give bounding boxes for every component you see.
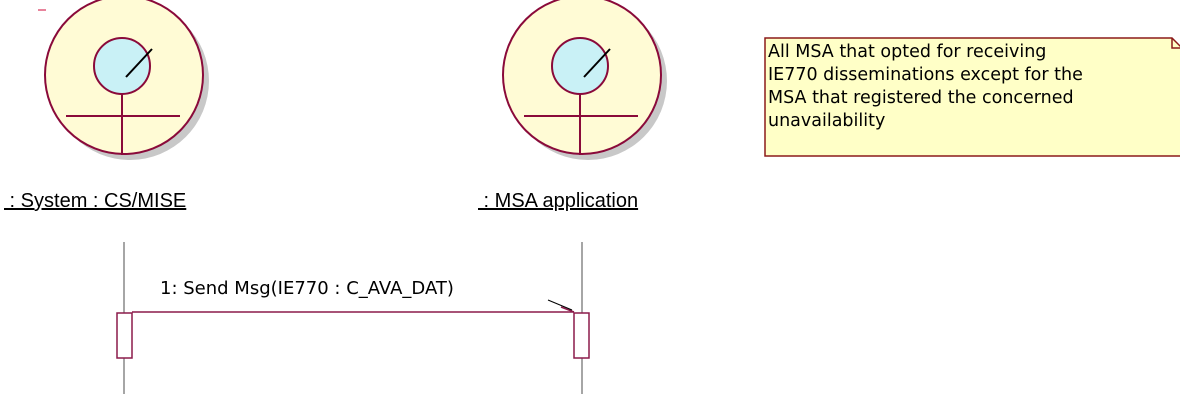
note-line: IE770 disseminations except for the xyxy=(768,65,1083,85)
note-text: All MSA that opted for receiving IE770 d… xyxy=(768,41,1180,133)
activation-system[interactable] xyxy=(116,312,133,359)
note-icon[interactable] xyxy=(764,37,1180,157)
note-fold xyxy=(1171,38,1180,49)
message-arrowhead xyxy=(560,306,575,313)
actor-head xyxy=(93,37,151,95)
business-actor-icon[interactable] xyxy=(44,0,209,160)
actor-head-stroke xyxy=(125,48,153,78)
note-line: All MSA that opted for receiving xyxy=(768,42,1047,62)
note-line: MSA that registered the concerned xyxy=(768,88,1074,108)
note-box xyxy=(764,37,1180,157)
message-label-leader xyxy=(547,299,573,311)
note-line: unavailability xyxy=(768,111,886,131)
business-actor-icon[interactable] xyxy=(502,0,667,160)
actor-head xyxy=(551,37,609,95)
actor-label-msa: : MSA application xyxy=(478,190,639,212)
actor-label-system: : System : CS/MISE xyxy=(4,190,187,212)
activation-msa[interactable] xyxy=(573,312,590,359)
message-label: 1: Send Msg(IE770 : C_AVA_DAT) xyxy=(160,278,454,299)
actor-head-stroke xyxy=(583,48,611,78)
